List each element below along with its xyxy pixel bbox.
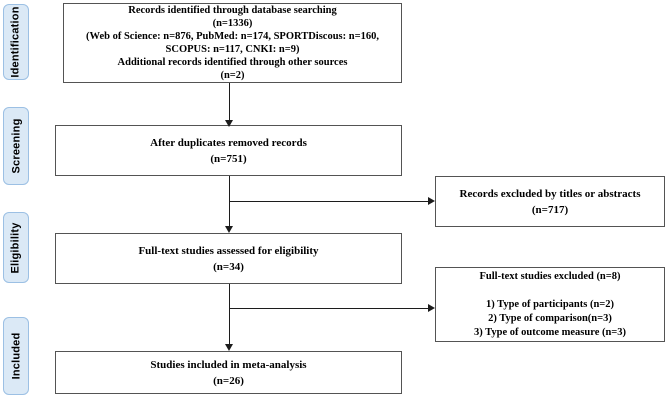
box-text-line: Full-text studies assessed for eligibili… <box>138 244 319 257</box>
stage-label-screening: Screening <box>10 118 22 174</box>
box-text-line: 1) Type of participants (n=2) <box>485 298 615 310</box>
stage-label-included: Included <box>10 332 23 380</box>
box-text-line: (Web of Science: n=876, PubMed: n=174, S… <box>86 31 379 42</box>
box-text-line: 3) Type of outcome measure (n=3) <box>473 326 627 338</box>
box-text-line <box>436 284 664 298</box>
box-text-line: Full-text studies excluded (n=8) <box>479 270 621 282</box>
connector-fulltext-to-included <box>229 284 230 344</box>
box-fulltext-assessed: Full-text studies assessed for eligibili… <box>55 233 402 284</box>
arrowhead-down-icon <box>225 120 233 127</box>
connector-identified-to-duplicates <box>229 83 230 121</box>
stage-badge-screening: Screening <box>3 107 29 185</box>
box-text-line: Additional records identified through ot… <box>117 57 348 68</box>
stage-badge-eligibility: Eligibility <box>3 212 29 283</box>
box-text-line: (n=26) <box>213 374 244 387</box>
stage-label-identification: Identification <box>10 6 22 78</box>
stage-badge-identification: Identification <box>3 4 29 80</box>
box-records-identified: Records identified through database sear… <box>63 3 402 83</box>
arrowhead-right-icon <box>428 304 435 312</box>
box-duplicates-removed: After duplicates removed records (n=751) <box>55 125 402 176</box>
box-text-line: After duplicates removed records <box>150 136 307 149</box>
box-fulltext-excluded: Full-text studies excluded (n=8) 1) Type… <box>435 267 665 342</box>
box-records-excluded: Records excluded by titles or abstracts … <box>435 176 665 227</box>
stage-label-eligibility: Eligibility <box>10 221 22 274</box>
arrowhead-down-icon <box>225 344 233 351</box>
box-text-line: (n=34) <box>213 260 244 273</box>
stage-badge-included: Included <box>3 317 29 395</box>
box-text-line: (n=751) <box>210 152 247 165</box>
box-text-line: Records identified through database sear… <box>128 5 337 16</box>
connector-branch-fulltext-excluded <box>229 308 428 309</box>
box-text-line: (n=2) <box>220 70 245 81</box>
box-text-line: (n=1336) <box>212 18 253 29</box>
box-text-line: SCOPUS: n=117, CNKI: n=9) <box>165 44 300 55</box>
box-text-line: (n=717) <box>531 203 569 216</box>
box-text-line: Studies included in meta-analysis <box>150 358 307 371</box>
arrowhead-right-icon <box>428 197 435 205</box>
box-studies-included: Studies included in meta-analysis (n=26) <box>55 351 402 394</box>
box-text-line: Records excluded by titles or abstracts <box>459 187 641 200</box>
box-text-line: 2) Type of comparison(n=3) <box>488 312 612 324</box>
connector-branch-records-excluded <box>229 201 428 202</box>
arrowhead-down-icon <box>225 226 233 233</box>
